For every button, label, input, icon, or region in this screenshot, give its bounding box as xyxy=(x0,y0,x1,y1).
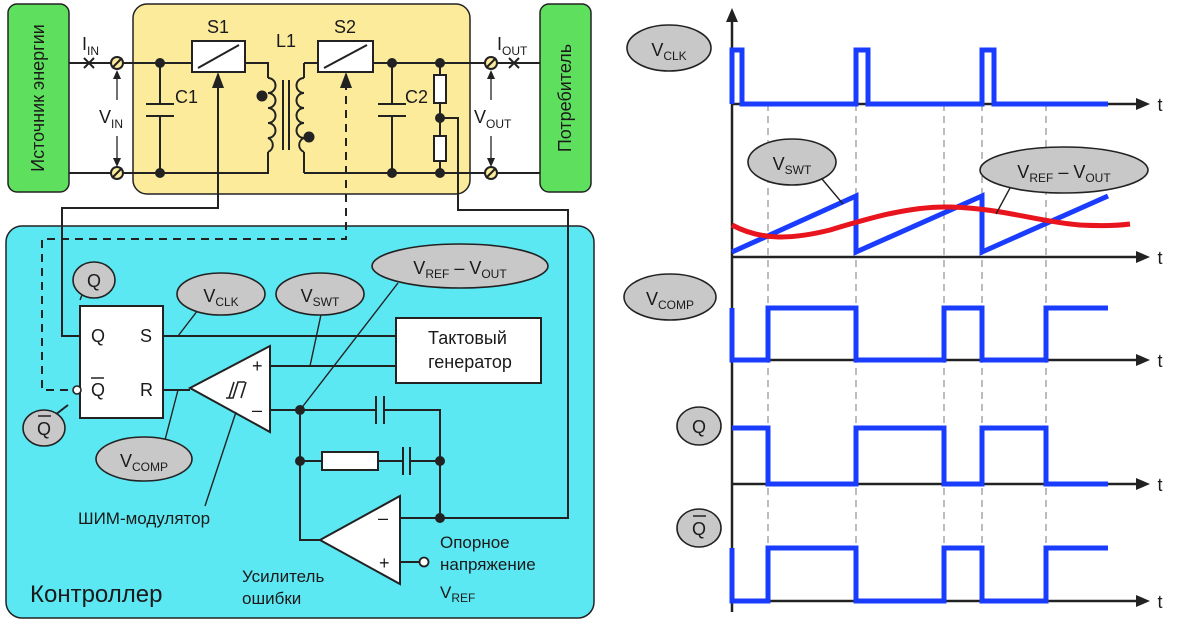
i-in-label: IIN xyxy=(82,34,99,58)
time-axis-label-5: t xyxy=(1157,592,1162,612)
switch-s1 xyxy=(191,40,246,73)
verr-leader xyxy=(995,187,1011,215)
timing-bubble-vcomp-text: VCOMP xyxy=(646,289,694,312)
pwm-comparator xyxy=(187,344,271,434)
flipflop-s: S xyxy=(140,326,152,346)
source-block xyxy=(7,3,70,193)
bubble-q xyxy=(72,261,116,299)
timing-traces xyxy=(729,47,1131,604)
timing-guides xyxy=(767,104,1047,601)
trace-qbar xyxy=(729,545,1108,604)
timing-bubble-vcomp xyxy=(623,273,717,321)
time-axis-arrow-3 xyxy=(1136,354,1150,366)
load-label: Потребитель xyxy=(555,44,575,152)
bubble-vcomp xyxy=(95,436,193,482)
bubble-vclk xyxy=(176,272,266,316)
error-amp-label: Усилитель ошибки xyxy=(242,567,329,608)
clock-generator-label: Тактовый генератор xyxy=(428,328,512,372)
bubble-qbar-text: Q xyxy=(37,419,51,439)
vref-terminal xyxy=(418,556,430,568)
source-label: Источник энергии xyxy=(28,24,48,172)
bubble-verr xyxy=(371,243,549,289)
bubble-vclk-text: VCLK xyxy=(203,286,238,309)
time-axis-label-1: t xyxy=(1157,95,1162,115)
timing-bubble-vclk-text: VCLK xyxy=(651,40,686,63)
timing-bubble-vswt-text: VSWT xyxy=(773,154,812,177)
terminals xyxy=(83,56,520,180)
power-stage-junctions xyxy=(155,58,445,178)
bubble-vswt xyxy=(275,272,365,316)
pwm-plus: + xyxy=(252,356,263,376)
rs-flipflop xyxy=(79,305,164,419)
vswt-leader xyxy=(821,178,844,205)
i-out-label: IOUT xyxy=(497,34,528,58)
bubble-vswt-text: VSWT xyxy=(301,286,340,309)
error-amplifier xyxy=(317,494,401,586)
s2-gate-arrow xyxy=(340,72,352,88)
time-axis-arrow-1 xyxy=(1136,98,1150,110)
divider-resistor-top xyxy=(433,74,447,104)
time-axis-label-2: t xyxy=(1157,248,1162,268)
flipflop-qbar: Q xyxy=(91,380,105,400)
pwm-minus: – xyxy=(252,400,262,420)
trace-vcomp xyxy=(729,305,1108,363)
hysteresis-icon xyxy=(226,381,247,399)
c1-label: C1 xyxy=(175,87,198,107)
time-axis-arrow-2 xyxy=(1136,251,1150,263)
flipflop-r: R xyxy=(140,380,153,400)
timing-bubble-qbar-text: Q xyxy=(692,519,706,539)
trace-vclk xyxy=(729,47,1108,107)
timing-bubble-q-text: Q xyxy=(692,417,706,437)
qbar-inversion-circle xyxy=(72,385,82,395)
flipflop-q: Q xyxy=(91,326,105,346)
pwm-modulator-label: ШИМ-модулятор xyxy=(78,509,210,528)
bubble-vcomp-text: VCOMP xyxy=(120,451,168,474)
trace-verr xyxy=(730,204,1131,240)
trace-q xyxy=(732,425,1108,487)
trace-vswt xyxy=(730,192,1110,256)
clock-generator xyxy=(395,317,542,384)
load-block xyxy=(539,3,592,193)
v-in-label: VIN xyxy=(99,107,123,131)
time-axis-arrow-4 xyxy=(1136,478,1150,490)
vref-label: VREF xyxy=(440,583,475,605)
timing-bubble-qbar xyxy=(676,508,722,548)
v-out-label: VOUT xyxy=(474,107,512,131)
timing-bubble-vswt xyxy=(747,138,837,186)
inductor-l1 xyxy=(256,77,315,153)
timing-bubble-q xyxy=(676,406,722,446)
s1-gate-arrow xyxy=(212,72,224,88)
s2-label: S2 xyxy=(334,17,356,37)
l1-label: L1 xyxy=(276,31,296,51)
timing-diagram: t t t t t VCLK VSWT VREF – VOUT VCOMP Q Q xyxy=(623,8,1163,612)
time-axis-arrow-5 xyxy=(1136,595,1150,607)
s1-label: S1 xyxy=(207,17,229,37)
switch-s2 xyxy=(317,40,374,73)
reference-label: Опорное напряжение xyxy=(440,533,536,574)
feedback-resistor xyxy=(321,451,379,471)
err-plus: + xyxy=(379,553,390,573)
timing-bubble-vclk xyxy=(626,24,712,72)
controller-label: Контроллер xyxy=(30,581,162,608)
time-axis-label-4: t xyxy=(1157,475,1162,495)
bubble-verr-text: VREF – VOUT xyxy=(413,258,507,281)
time-axis-label-3: t xyxy=(1157,351,1162,371)
divider-resistor-bottom xyxy=(433,135,447,162)
bubble-q-text: Q xyxy=(87,271,101,291)
bubble-qbar xyxy=(22,409,66,447)
timing-bubble-verr-text: VREF – VOUT xyxy=(1017,162,1111,185)
timing-bubble-verr xyxy=(979,146,1149,194)
c2-label: C2 xyxy=(405,87,428,107)
err-minus: – xyxy=(378,508,388,528)
